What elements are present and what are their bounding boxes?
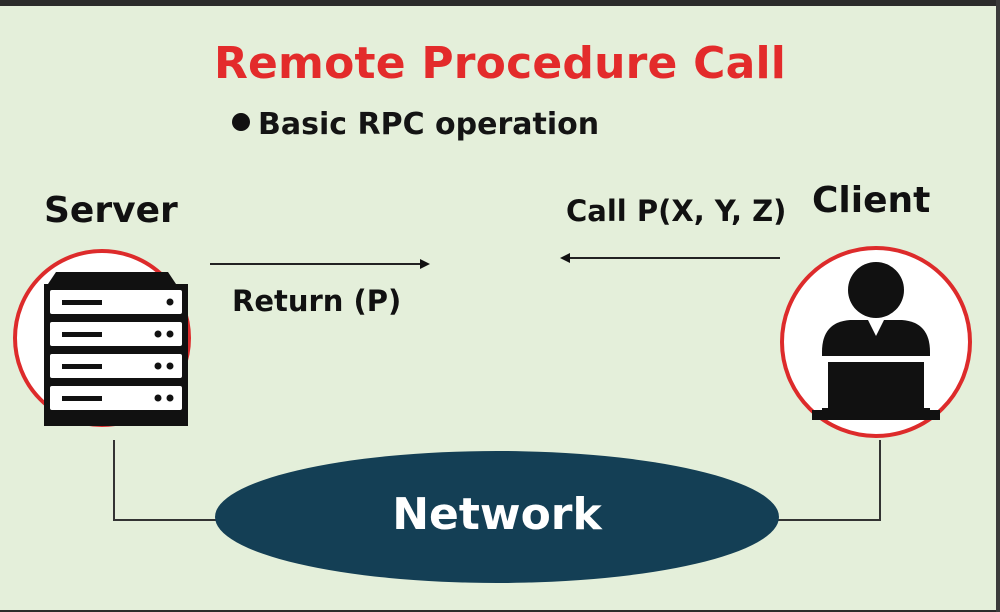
- user-laptop-icon: [780, 246, 972, 438]
- call-label: Call P(X, Y, Z): [566, 194, 787, 228]
- client-network-connector: [770, 440, 881, 521]
- diagram-subtitle: Basic RPC operation: [232, 107, 599, 142]
- server-label: Server: [44, 190, 178, 231]
- subtitle-text: Basic RPC operation: [258, 107, 600, 142]
- bullet-icon: [232, 113, 250, 131]
- client-label: Client: [812, 180, 931, 221]
- network-label: Network: [392, 489, 602, 540]
- server-network-connector: [113, 440, 230, 521]
- network-ellipse: [215, 451, 779, 583]
- return-label: Return (P): [232, 284, 402, 318]
- server-icon: [13, 249, 191, 427]
- window-edge: [996, 0, 1000, 612]
- diagram-title: Remote Procedure Call: [213, 38, 787, 89]
